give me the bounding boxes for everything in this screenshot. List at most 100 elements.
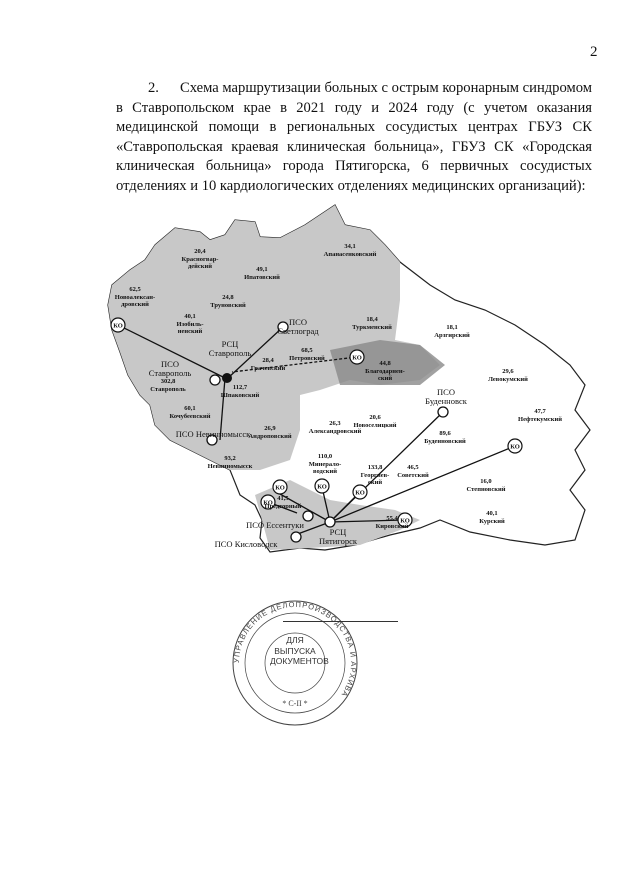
paragraph: 2.Схема маршрутизации больных с острым к… [116,79,592,197]
center-label: ПСО Светлоград [277,317,319,336]
route-line [231,356,358,373]
district-name: Красногвар- дейский [181,255,219,271]
ko-label: КО [352,354,362,361]
route-line [294,521,331,536]
district-value: 60,1 [184,405,196,412]
district-name: Александровский [308,427,362,435]
district-value: 93,2 [224,455,236,462]
district-name: Курский [479,517,505,525]
district-value: 49,1 [256,266,268,273]
stamp-inner-text: ДЛЯ ВЫПУСКА ДОКУМЕНТОВ [270,635,329,666]
pso-marker [206,434,218,446]
district-value: 40,1 [184,313,196,320]
ko-label: КО [113,322,123,329]
pso-marker [302,510,314,522]
district-value: 40,1 [486,510,498,517]
svg-text:* С-II *: * С-II * [282,699,307,708]
center-label: ПСО Невинномысск [175,429,251,439]
rsc-marker [324,516,336,528]
district-name: Грачевский [250,364,286,372]
district-value: 20,6 [369,414,381,421]
district-name: Кочубеевский [169,412,211,420]
shaded-area [108,205,440,470]
district-name: Ставрополь [150,385,186,393]
district-value: 110,0 [317,453,333,460]
district-name: Буденновский [424,437,466,445]
route-line [219,377,226,441]
district-name: Изобиль- ненский [176,320,204,336]
district-name: Арзгирский [434,331,470,339]
district-name: Новоселицкий [353,421,397,429]
district-value: 28,4 [262,357,274,364]
pso-marker [209,374,221,386]
route-line [279,493,331,523]
stamp-image: УПРАВЛЕНИЕ ДЕЛОПРОИЗВОДСТВА И АРХИВА * С… [232,600,358,726]
district-value: 46,5 [407,464,419,471]
pso-marker [437,406,449,418]
district-value: 133,8 [367,464,383,471]
route-line [227,326,284,379]
district-value: 44,8 [379,360,391,367]
district-value: 55,4 [386,515,398,522]
center-label: ПСО Кисловодск [214,539,278,549]
district-name: Невинномысск [207,462,253,470]
district-name: Новоалексан- дровский [114,293,156,309]
district-value: 41,5 [277,495,289,502]
page-number: 2 [590,44,598,60]
district-name: Предгорный [264,502,302,510]
district-name: Труновский [210,301,246,309]
district-value: 24,8 [222,294,234,301]
ko-label: КО [510,443,520,450]
district-name: Шпаковский [220,391,260,399]
district-name: Георгиев- ский [360,471,390,487]
paragraph-text: Схема маршрутизации больных с острым кор… [116,80,592,194]
district-name: Апанасенковский [323,250,377,258]
district-name: Минерало- водский [308,460,342,476]
district-name: Андроповский [248,432,292,440]
district-value: 62,5 [129,286,141,293]
district-value: 47,7 [534,408,546,415]
district-value: 302,8 [160,378,176,385]
paragraph-number: 2. [148,80,159,96]
district-value: 26,9 [264,425,276,432]
district-value: 18,4 [366,316,378,323]
district-name: Ипатовский [244,273,280,281]
ko-label: КО [400,517,410,524]
district-name: Советский [397,471,429,479]
pso-marker [290,531,302,543]
ko-markers [110,317,523,528]
district-name: Кировский [375,522,409,530]
signature-line [283,621,398,622]
district-name: Петровский [289,354,325,362]
district-value: 34,1 [344,243,356,250]
district-name: Туркменский [352,323,392,331]
district-value: 112,7 [232,384,248,391]
ko-label: КО [355,489,365,496]
route-line [329,445,516,523]
center-label: ПСО Буденновск [425,387,467,406]
